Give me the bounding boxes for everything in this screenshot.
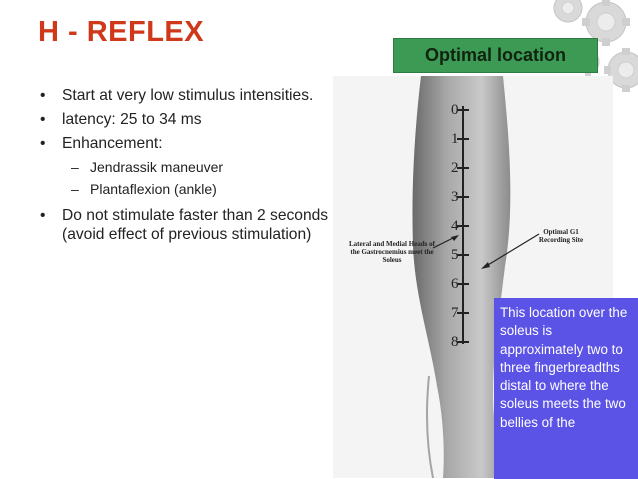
optimal-location-callout: Optimal location [393, 38, 598, 73]
bullet-item: Enhancement: [40, 134, 340, 153]
scale-mark: 4 [451, 218, 459, 234]
note-text: This location over the soleus is approxi… [500, 305, 628, 430]
scale-mark: 0 [451, 102, 459, 118]
bullet-item: Start at very low stimulus intensities. [40, 86, 340, 105]
optimal-location-label: Optimal location [424, 45, 566, 65]
scale-mark: 5 [451, 247, 459, 263]
sub-bullet-item: Jendrassik maneuver [40, 158, 340, 176]
leg-illustration [412, 76, 540, 478]
slide-title: H - REFLEX [38, 16, 205, 48]
scale-mark: 7 [451, 305, 459, 321]
bullet-item: Do not stimulate faster than 2 seconds (… [40, 206, 340, 244]
note-box: This location over the soleus is approxi… [494, 298, 638, 479]
recording-site-label: Optimal G1 Recording Site [538, 228, 584, 244]
sub-bullet-item: Plantaflexion (ankle) [40, 180, 340, 198]
scale-mark: 8 [451, 334, 459, 350]
scale-mark: 2 [451, 160, 459, 176]
scale-mark: 1 [451, 131, 459, 147]
scale-mark: 3 [451, 189, 459, 205]
scale-mark: 6 [451, 276, 459, 292]
gastrocnemius-label: Lateral and Medial Heads of the Gastrocn… [349, 240, 435, 264]
bullet-item: latency: 25 to 34 ms [40, 110, 340, 129]
bullet-list: Start at very low stimulus intensities. … [40, 86, 340, 244]
